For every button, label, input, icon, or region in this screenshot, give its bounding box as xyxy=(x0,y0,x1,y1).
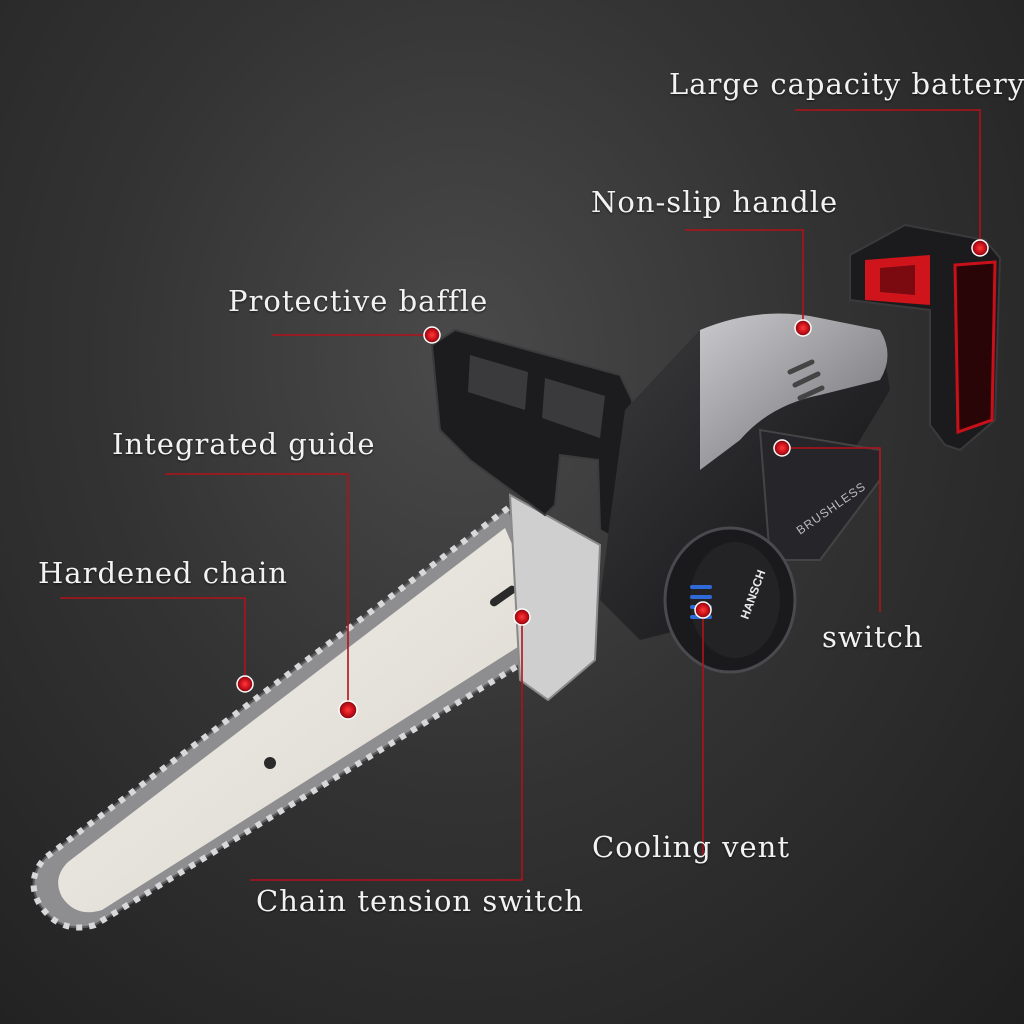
label-large-capacity-battery: Large capacity battery xyxy=(669,67,1024,101)
label-hardened-chain: Hardened chain xyxy=(38,556,288,590)
marker-tension xyxy=(513,608,531,626)
callout-leader-lines xyxy=(60,109,981,881)
marker-vent xyxy=(694,601,712,619)
marker-chain xyxy=(236,675,254,693)
trigger-guard xyxy=(758,428,881,561)
label-integrated-guide: Integrated guide xyxy=(112,427,376,461)
motor-cap: HANSCH xyxy=(663,526,797,674)
marker-handle xyxy=(794,319,812,337)
guide-bar xyxy=(58,528,549,913)
battery-pack xyxy=(849,223,1002,452)
protective-baffle xyxy=(430,328,637,542)
motor-housing xyxy=(600,320,890,640)
label-protective-baffle: Protective baffle xyxy=(228,284,489,318)
marker-battery xyxy=(971,239,989,257)
rear-handle xyxy=(700,313,888,470)
handle-grip-ridges xyxy=(787,359,825,401)
bar-hole xyxy=(264,757,276,769)
marker-guide xyxy=(338,700,358,720)
callout-markers xyxy=(236,239,989,720)
label-non-slip-handle: Non-slip handle xyxy=(591,185,839,219)
marker-baffle xyxy=(423,326,441,344)
label-switch: switch xyxy=(822,620,924,654)
bar-slot xyxy=(489,585,517,607)
label-cooling-vent: Cooling vent xyxy=(592,830,790,864)
label-chain-tension-switch: Chain tension switch xyxy=(256,884,584,918)
bar-mount-plate xyxy=(508,493,602,702)
marker-switch xyxy=(773,439,791,457)
